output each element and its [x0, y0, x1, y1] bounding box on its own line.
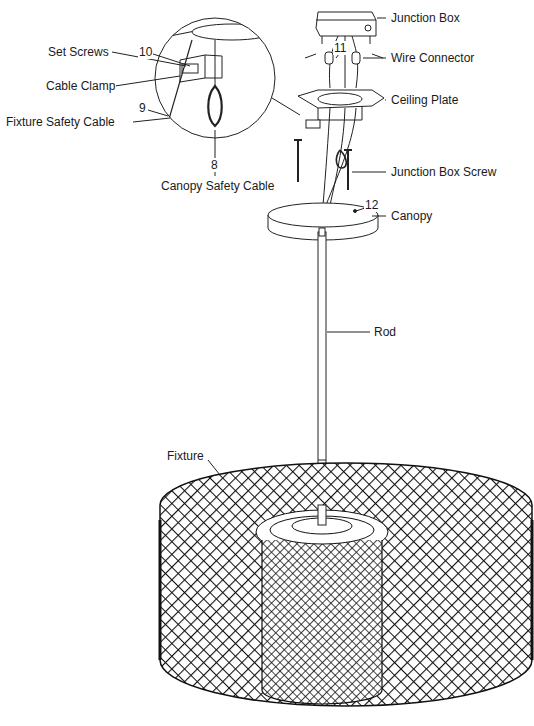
- part-label: Fixture: [166, 449, 205, 463]
- callout-number: 8: [210, 158, 219, 172]
- callout-number: 9: [138, 101, 147, 115]
- part-label: Set Screws: [47, 45, 110, 59]
- part-label: Junction Box: [390, 11, 461, 25]
- part-label: Canopy: [390, 209, 433, 223]
- callout-number: 10: [138, 45, 153, 59]
- part-label: Ceiling Plate: [390, 93, 459, 107]
- part-label: Junction Box Screw: [390, 165, 497, 179]
- part-label: Fixture Safety Cable: [5, 115, 116, 129]
- callout-number: 11: [333, 41, 347, 55]
- part-label: Cable Clamp: [45, 79, 116, 93]
- part-label: Canopy Safety Cable: [160, 179, 275, 193]
- part-label: Wire Connector: [390, 51, 475, 65]
- part-label: Rod: [373, 325, 397, 339]
- callout-number: 12: [364, 198, 379, 212]
